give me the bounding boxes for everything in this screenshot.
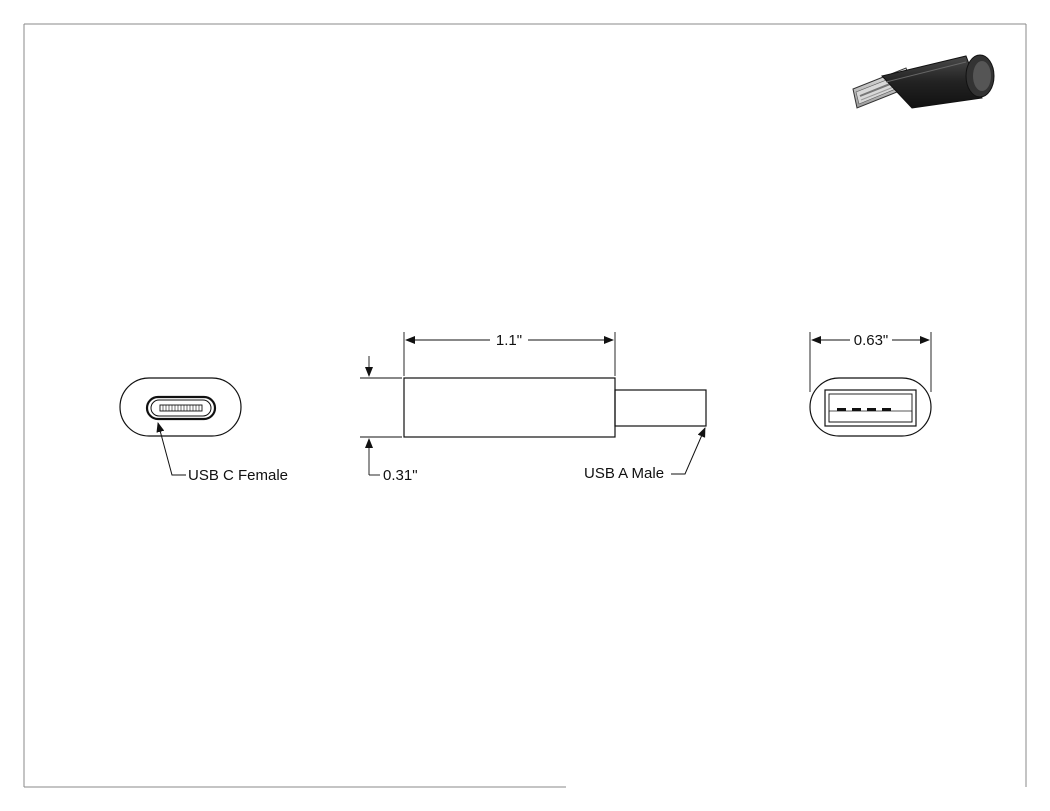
usb-c-housing-outline xyxy=(119,377,242,437)
usb-a-tongue xyxy=(828,410,913,423)
drawing-frame xyxy=(23,23,1027,788)
length-dimension xyxy=(403,332,616,376)
usb-c-port-outer xyxy=(145,395,217,421)
usb-c-female-label: USB C Female xyxy=(188,467,288,484)
width-dimension-value: 0.63" xyxy=(854,332,889,349)
usb-a-plug xyxy=(614,389,707,427)
usb-c-leader xyxy=(156,422,186,476)
usb-a-contacts xyxy=(837,408,891,411)
usb-c-end-view xyxy=(119,377,242,476)
height-dimension-value: 0.31" xyxy=(383,467,418,484)
usb-a-port-outer xyxy=(824,389,917,427)
usb-a-male-label: USB A Male xyxy=(584,465,664,482)
height-dimension xyxy=(360,356,402,476)
usb-c-contacts xyxy=(162,405,200,411)
usb-a-leader xyxy=(671,427,706,475)
side-view xyxy=(403,377,707,438)
usb-a-end-view xyxy=(809,377,932,437)
usb-a-housing-outline xyxy=(809,377,932,437)
usb-adapter-render xyxy=(852,54,995,109)
usb-c-port-inner xyxy=(150,399,212,417)
length-dimension-value: 1.1" xyxy=(496,332,522,349)
adapter-body xyxy=(403,377,616,438)
width-dimension xyxy=(809,332,932,392)
